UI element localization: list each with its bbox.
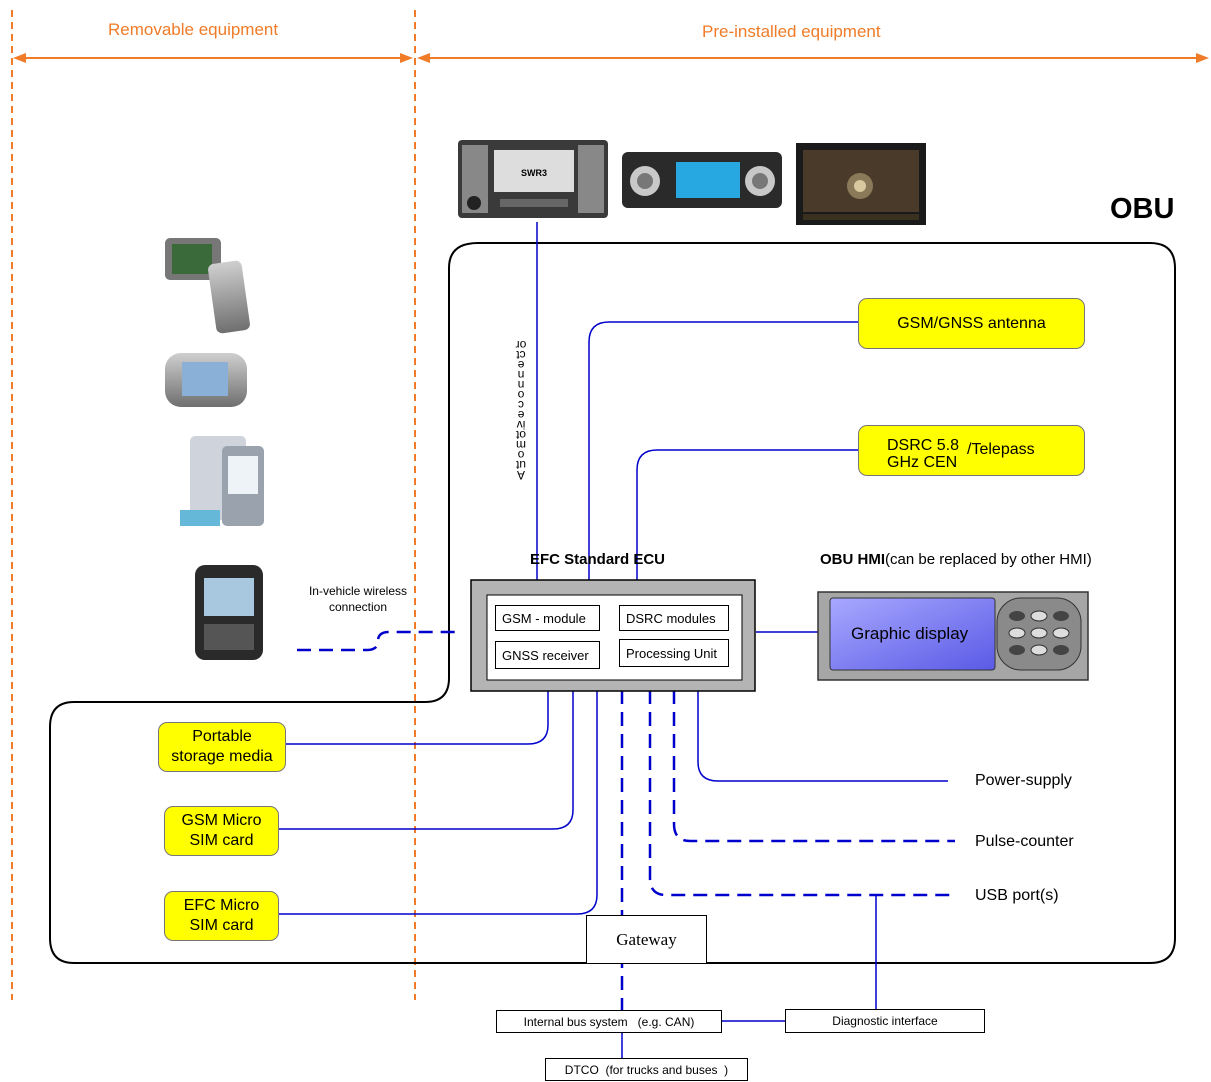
preinstalled-arrow-right-head xyxy=(1196,53,1209,63)
efc-sim-line xyxy=(279,690,598,915)
internal-bus-box: Internal bus system (e.g. CAN) xyxy=(496,1010,722,1033)
hmi-title-bold: OBU HMI xyxy=(820,551,885,568)
dsrc-label-main: DSRC 5.8 GHz CEN xyxy=(887,437,959,471)
obu-boundary xyxy=(49,242,1176,964)
power-line xyxy=(697,690,948,782)
wireless-label-line-1: In-vehicle wireless xyxy=(308,584,408,598)
dsrc-line-1: DSRC 5.8 xyxy=(887,436,960,454)
efc-sim-line-2: SIM card xyxy=(189,917,254,934)
car-radio-blue-icon xyxy=(622,152,782,208)
dtco-box: DTCO (for trucks and buses ) xyxy=(545,1058,748,1081)
gateway-box: Gateway xyxy=(586,915,707,964)
nav-screen-icon xyxy=(796,143,926,225)
dsrc-modules: DSRC modules xyxy=(619,605,729,631)
svg-text:SWR3: SWR3 xyxy=(521,168,547,178)
dsrc-antenna-line xyxy=(636,449,860,580)
gsm-sim-line-2: SIM card xyxy=(189,832,254,849)
dsrc-line-2: GHz CEN xyxy=(887,453,958,471)
preinstalled-equipment-label: Pre-installed equipment xyxy=(702,22,881,41)
storage-line xyxy=(285,690,549,745)
diagnostic-interface-box: Diagnostic interface xyxy=(785,1009,985,1033)
portable-storage-box: Portable storage media xyxy=(158,722,286,772)
processing-unit: Processing Unit xyxy=(619,639,729,667)
wireless-label: In-vehicle wireless connection xyxy=(300,583,416,615)
obu-title: OBU xyxy=(1110,193,1175,225)
graphic-display-label: Graphic display xyxy=(851,624,969,643)
removable-arrow-left-head xyxy=(13,53,26,63)
usb-ports-label: USB port(s) xyxy=(975,887,1059,904)
wireless-label-line-2: connection xyxy=(328,600,388,614)
pulse-counter-label: Pulse-counter xyxy=(975,833,1074,850)
preinstalled-arrow-left-head xyxy=(417,53,430,63)
gsm-antenna-line xyxy=(588,321,860,580)
gnss-receiver: GNSS receiver xyxy=(495,641,600,669)
gsm-sim-box: GSM Micro SIM card xyxy=(164,806,279,856)
pda-icon xyxy=(165,353,247,407)
gsm-module: GSM - module xyxy=(495,605,600,631)
hmi-keypad xyxy=(996,597,1082,671)
blackberry-icon xyxy=(195,565,263,660)
dsrc-suffix: /Telepass xyxy=(967,440,1035,458)
efc-sim-line-1: EFC Micro xyxy=(183,897,260,914)
usb-line xyxy=(648,690,955,897)
pulse-counter-line xyxy=(672,690,955,843)
power-supply-label: Power-supply xyxy=(975,772,1072,789)
portable-storage-line-2: storage media xyxy=(171,748,273,765)
automotive-connector-label: Automotive connector xyxy=(514,338,527,482)
removable-arrow-right-head xyxy=(400,53,413,63)
car-radio-icon: SWR3 xyxy=(458,140,608,218)
gsm-sim-line-1: GSM Micro xyxy=(181,812,262,829)
gsm-gnss-antenna-box: GSM/GNSS antenna xyxy=(858,298,1085,349)
usb-diagnostic-line xyxy=(787,895,877,1022)
ecu-title: EFC Standard ECU xyxy=(530,551,666,568)
wireless-connection-line xyxy=(297,630,460,652)
hmi-screen xyxy=(829,597,996,671)
gsm-gnss-antenna-label: GSM/GNSS antenna xyxy=(897,314,1046,332)
hmi-title: OBU HMI(can be replaced by other HMI) xyxy=(820,551,1092,568)
efc-sim-box: EFC Micro SIM card xyxy=(164,891,279,941)
phone-icon xyxy=(165,238,250,334)
portable-storage-line-1: Portable xyxy=(192,728,252,745)
dsrc-antenna-box: DSRC 5.8 GHz CEN /Telepass xyxy=(858,425,1085,476)
removable-equipment-label: Removable equipment xyxy=(108,20,279,39)
gsm-sim-line xyxy=(279,690,574,830)
hmi-title-rest: (can be replaced by other HMI) xyxy=(885,551,1092,568)
smartphone-icon xyxy=(180,436,264,526)
